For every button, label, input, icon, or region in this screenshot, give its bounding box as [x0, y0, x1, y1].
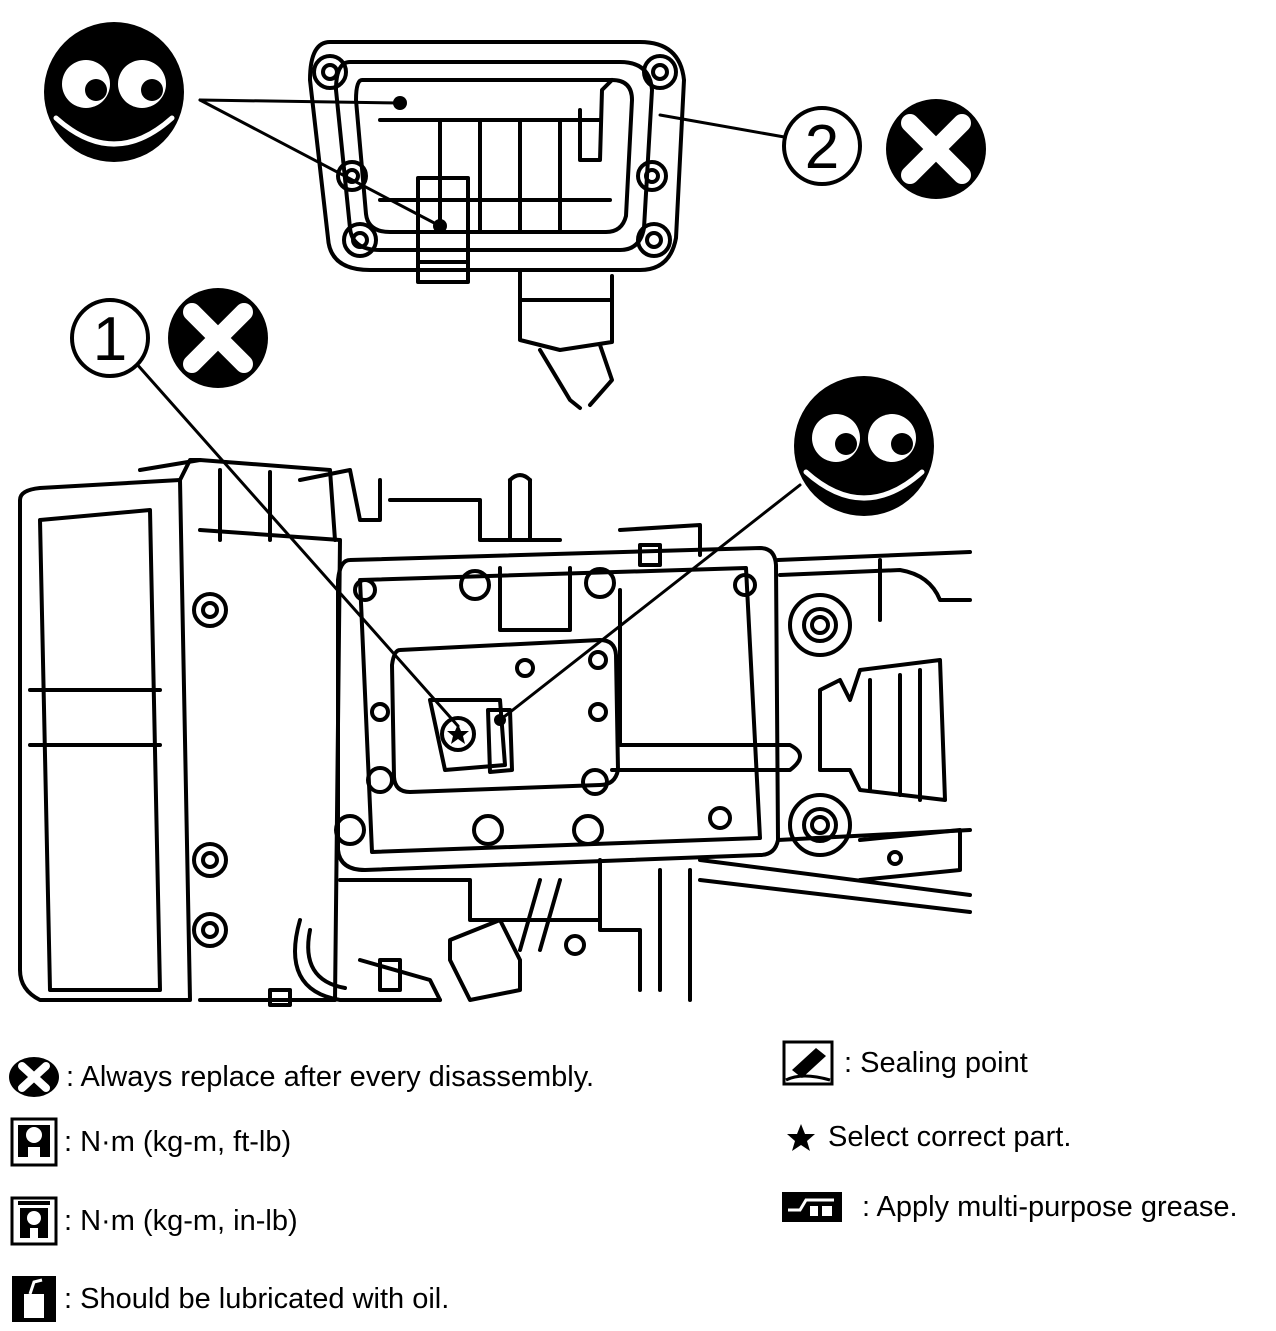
leader-lines — [133, 98, 802, 728]
callout-2: 2 — [782, 106, 862, 186]
legend-sealing: : Sealing point — [782, 1040, 1028, 1086]
callout-2-number: 2 — [805, 113, 839, 182]
callout-1-number: 1 — [93, 305, 127, 374]
legend-replace: : Always replace after every disassembly… — [8, 1056, 594, 1098]
torque-wrench-small-icon — [10, 1196, 58, 1246]
legend-grease: : Apply multi-purpose grease. — [780, 1190, 1238, 1224]
legend-select-part-text: Select correct part. — [828, 1121, 1072, 1153]
legend-select-part: Select correct part. — [786, 1121, 1071, 1154]
torque-wrench-icon — [10, 1117, 58, 1167]
replace-mark-icon — [168, 288, 268, 388]
x-circle-icon — [9, 1057, 59, 1097]
legend-torque-ftlb: : N·m (kg-m, ft-lb) — [10, 1117, 291, 1167]
bolt-star-icon — [447, 724, 469, 744]
legend-torque-ftlb-text: : N·m (kg-m, ft-lb) — [64, 1125, 292, 1158]
legend-lubricate-text: : Should be lubricated with oil. — [64, 1282, 450, 1315]
leader-dots — [393, 96, 506, 726]
legend-torque-inlb-text: : N·m (kg-m, in-lb) — [64, 1204, 298, 1237]
callout-1: 1 — [70, 298, 150, 378]
legend-torque-inlb: : N·m (kg-m, in-lb) — [10, 1196, 298, 1246]
replace-mark-icon — [886, 99, 986, 199]
sealant-tube-icon — [782, 1040, 834, 1086]
eyes-mark-icon — [794, 376, 934, 516]
legend-sealing-text: : Sealing point — [844, 1046, 1028, 1079]
eyes-mark-icon — [44, 22, 184, 162]
oil-can-icon — [12, 1276, 56, 1322]
legend-lubricate: : Should be lubricated with oil. — [10, 1274, 449, 1324]
cover-part — [308, 40, 686, 410]
legend-replace-text: : Always replace after every disassembly… — [66, 1060, 595, 1093]
legend-grease-text: : Apply multi-purpose grease. — [862, 1190, 1238, 1223]
grease-gun-icon — [782, 1192, 842, 1222]
transmission-diagram: 2 1 — [18, 22, 986, 1007]
star-icon — [787, 1123, 815, 1151]
transmission-body — [18, 458, 972, 1007]
